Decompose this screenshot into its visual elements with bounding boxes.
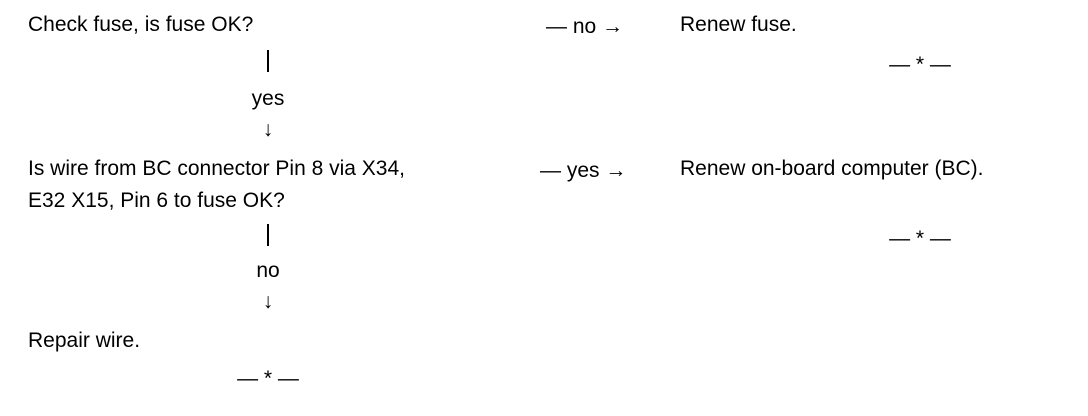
no-label: no: [256, 259, 280, 282]
end-marker-3: — * —: [237, 367, 299, 390]
end-marker-1: — * —: [889, 53, 951, 76]
yes-label: yes: [251, 87, 285, 110]
connector-line-2: [267, 224, 269, 246]
fuse-check-question: Check fuse, is fuse OK?: [28, 13, 254, 36]
yes-arrow-2: — yes →: [540, 159, 627, 182]
repair-wire-action: Repair wire.: [28, 329, 141, 352]
down-arrow-1: ↓: [262, 118, 274, 141]
no-arrow-1: — no →: [546, 15, 624, 38]
connector-line-1: [267, 50, 269, 72]
end-marker-2: — * —: [889, 227, 951, 250]
wire-check-question-line-2: E32 X15, Pin 6 to fuse OK?: [28, 189, 285, 212]
down-arrow-2: ↓: [262, 290, 274, 313]
wire-check-question-line-1: Is wire from BC connector Pin 8 via X34,: [28, 157, 405, 180]
renew-computer-action: Renew on-board computer (BC).: [680, 157, 984, 180]
renew-fuse-action: Renew fuse.: [680, 13, 797, 36]
